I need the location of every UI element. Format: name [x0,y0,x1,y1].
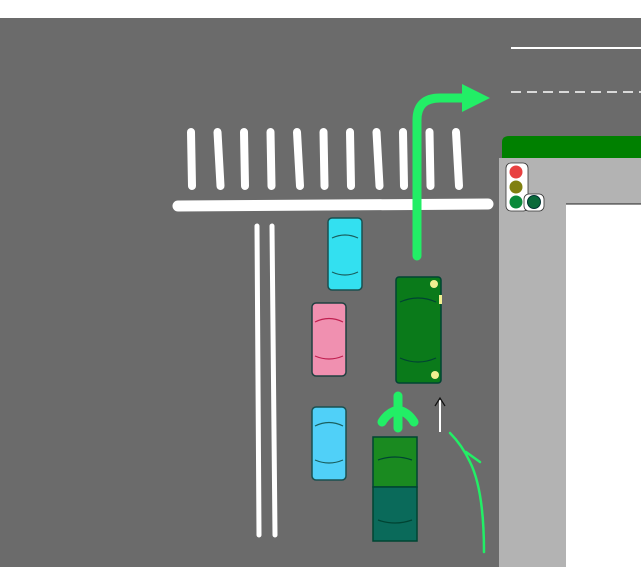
crosswalk-stripe [399,128,408,190]
crosswalk-stripe [240,128,249,190]
approach-path-arrow [448,431,486,554]
small-up-arrow-icon [434,396,446,432]
route-arrowhead [462,84,490,112]
truck-light [430,280,438,288]
yellow-light [509,180,523,194]
crosswalk-stripe [213,128,225,190]
crosswalk-stripe [266,128,276,190]
crosswalk [187,128,463,190]
green-verge [502,136,641,158]
turn-right-route-arrow [412,93,473,261]
crosswalk-stripe [425,128,435,190]
building-block [566,204,641,567]
crosswalk-stripe [346,128,355,190]
crosswalk-stripe [187,128,196,190]
green-bus [372,436,418,542]
crosswalk-stripe [372,128,384,190]
car-pink [311,302,347,377]
car-cyan-front [327,217,363,291]
green-light [509,195,523,209]
green-truck [395,276,442,384]
crosswalk-stripe [319,128,329,190]
red-light [509,165,523,179]
center-line-left [254,223,262,538]
lane-direction-arrow [377,391,419,433]
car-blue-rear [311,406,347,481]
center-line-right [269,223,278,538]
crosswalk-stripe [452,128,463,190]
truck-light [431,371,439,379]
stop-line [172,198,494,212]
green-arrow-light [527,195,541,209]
crosswalk-stripe [293,128,304,190]
traffic-light [505,162,545,212]
